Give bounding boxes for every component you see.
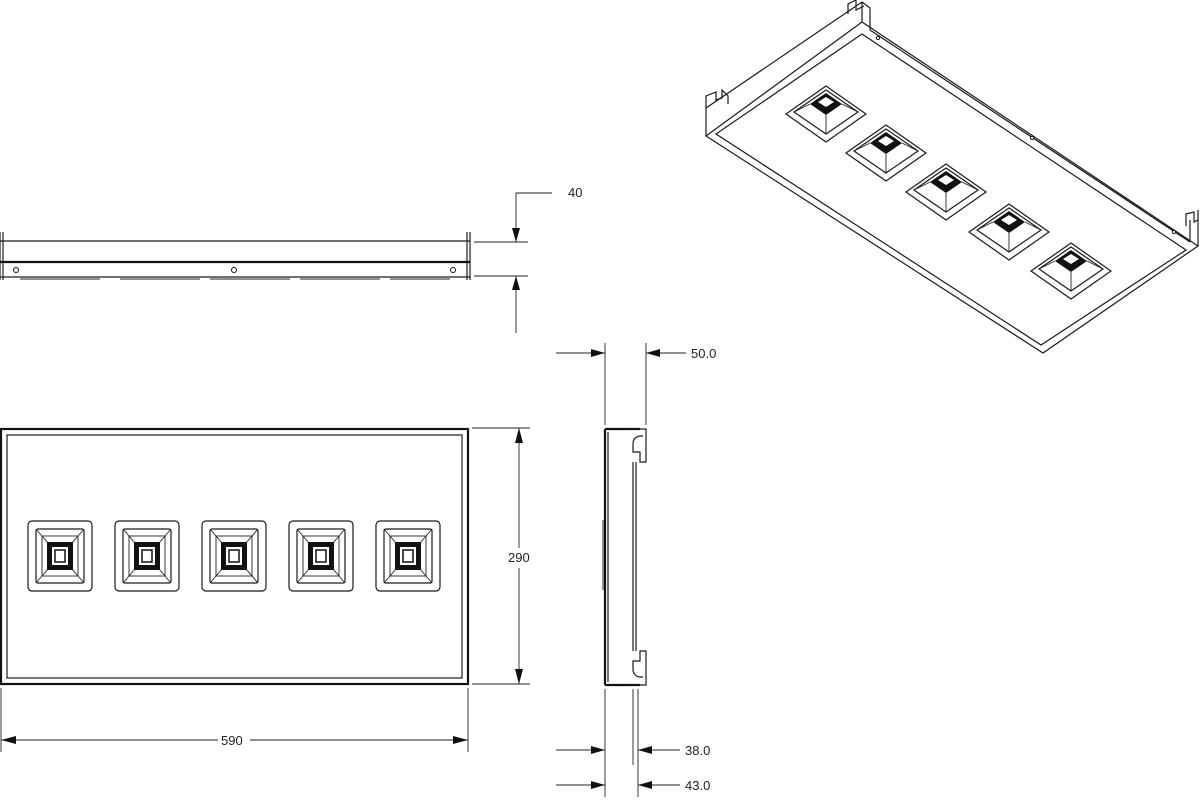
side-bottom-label-2: 43.0 (685, 778, 710, 793)
dimension-width: 590 (0, 688, 469, 752)
led-module-iso (967, 203, 1051, 261)
dimension-depth: 40 (474, 185, 582, 333)
led-modules-plan (27, 520, 441, 592)
led-module-plan (114, 520, 180, 592)
led-module-plan (27, 520, 93, 592)
isometric-view (704, 0, 1200, 354)
height-label: 290 (508, 550, 530, 565)
mount-hole-center (231, 267, 237, 273)
depth-label: 40 (568, 185, 582, 200)
side-bottom-label-1: 38.0 (685, 743, 710, 758)
led-module-iso (844, 124, 928, 182)
width-label: 590 (221, 733, 243, 748)
led-module-iso (784, 85, 868, 143)
dimension-side-top: 50.0 (556, 343, 716, 425)
led-module-plan (201, 520, 267, 592)
dimension-height: 290 (472, 427, 530, 685)
led-module-iso (904, 163, 988, 221)
plan-view (0, 427, 470, 686)
led-module-iso (1029, 242, 1113, 300)
led-modules-iso (784, 85, 1113, 300)
led-module-plan (288, 520, 354, 592)
mount-hole-left (13, 267, 19, 273)
mount-hole-right (450, 267, 456, 273)
side-view (602, 427, 647, 687)
side-top-label: 50.0 (691, 346, 716, 361)
dimension-side-bottom: 38.0 43.0 (556, 689, 710, 797)
led-module-plan (375, 520, 441, 592)
edge-view (0, 232, 471, 280)
